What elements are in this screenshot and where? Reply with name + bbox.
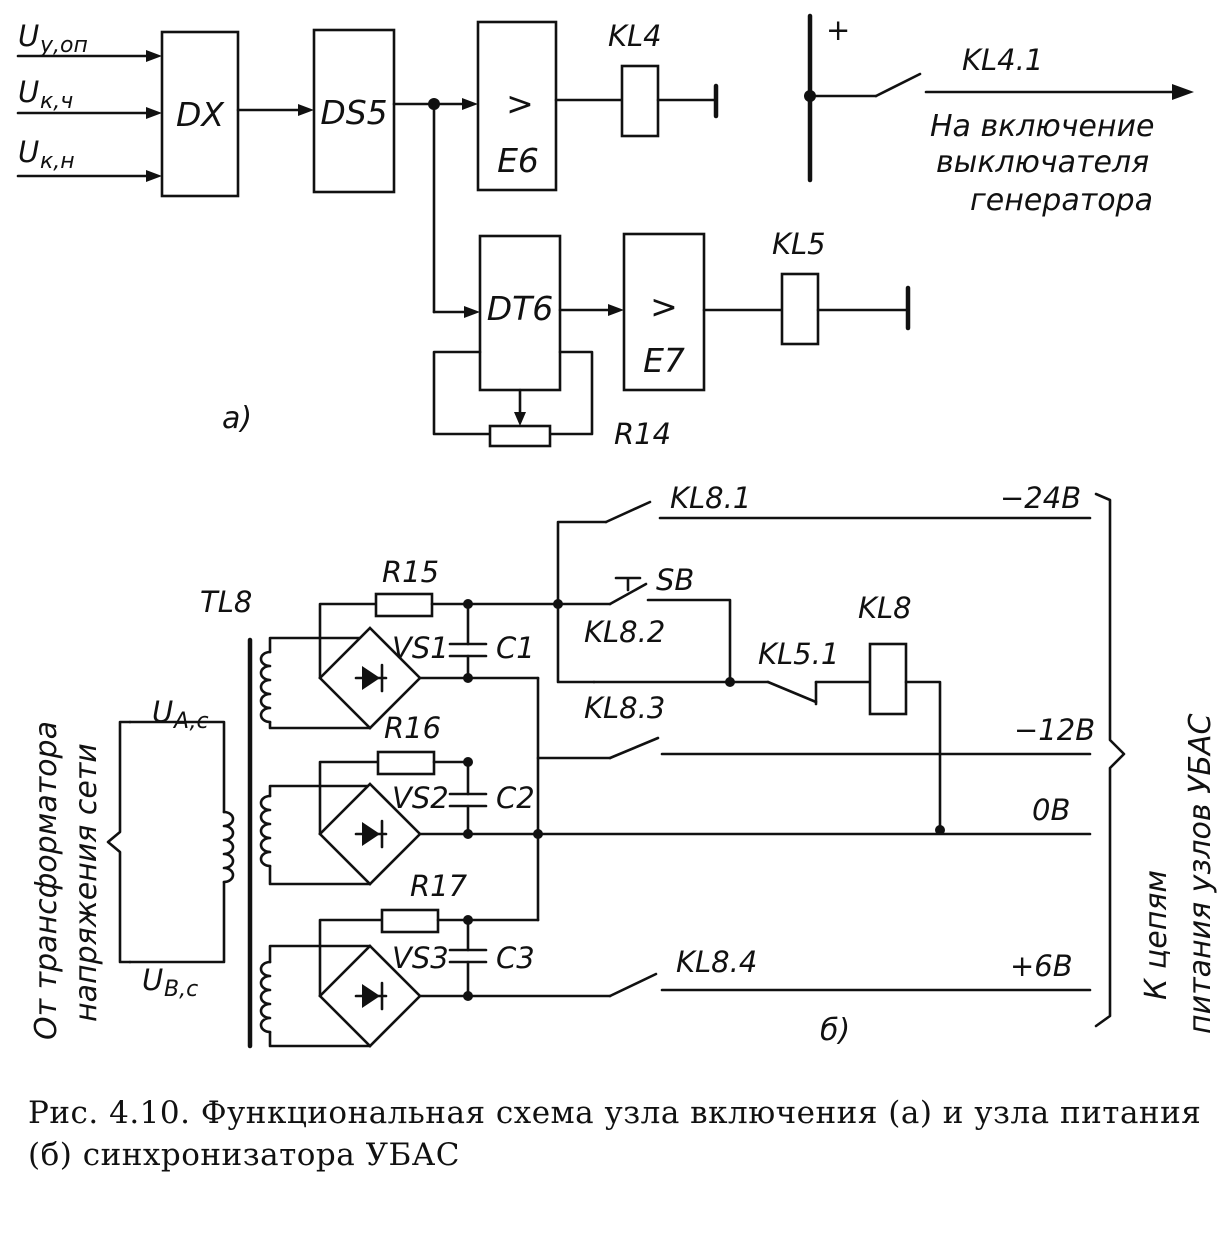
channel-2: R16 VS2 C2 bbox=[259, 711, 540, 886]
input-u-sub: к,н bbox=[40, 149, 75, 174]
u-ac-sub: A,c bbox=[172, 709, 209, 734]
output-note-line: К цепям bbox=[1139, 870, 1174, 1000]
kl8-3-label: KL8.3 bbox=[584, 691, 665, 725]
u-bc-label: U bbox=[142, 963, 163, 997]
r16-resistor bbox=[376, 750, 436, 776]
diagram-b: От трансформатора напряжения сети U A,c … bbox=[29, 481, 1218, 1049]
sb-label: SB bbox=[656, 563, 694, 597]
dx-label: DX bbox=[176, 95, 225, 134]
kl4-1-contact bbox=[874, 72, 922, 98]
output-note-line: генератора bbox=[970, 183, 1153, 218]
e6-symbol: > bbox=[506, 84, 534, 123]
u-ac-label: U bbox=[152, 695, 173, 729]
r14-label: R14 bbox=[614, 417, 671, 451]
kl8-1-label: KL8.1 bbox=[670, 481, 751, 515]
e6-label: E6 bbox=[497, 141, 539, 180]
c1-label: C1 bbox=[496, 631, 535, 665]
r17-resistor bbox=[380, 908, 440, 934]
r15-resistor bbox=[374, 592, 434, 618]
input-u-sub: у,оп bbox=[39, 33, 88, 58]
ds5-block bbox=[312, 28, 396, 194]
diagram-a: U у,оп U к,ч U к,н DX DS5 > E6 KL4 + KL4… bbox=[16, 13, 1194, 451]
kl8-relay bbox=[868, 642, 908, 716]
dx-block bbox=[160, 30, 240, 198]
e6-comparator bbox=[476, 20, 558, 192]
r17-label: R17 bbox=[410, 869, 468, 903]
c3-label: C3 bbox=[496, 941, 535, 975]
kl8-1-contact bbox=[604, 500, 652, 524]
e7-comparator bbox=[622, 232, 706, 392]
output-note-line: На включение bbox=[930, 109, 1154, 144]
e7-symbol: > bbox=[650, 287, 678, 326]
input-u-sub: к,ч bbox=[40, 89, 73, 114]
u-bc-sub: B,c bbox=[164, 977, 198, 1002]
ds5-label: DS5 bbox=[320, 93, 387, 132]
input-u-label: U bbox=[18, 19, 39, 53]
kl8-3-contact bbox=[608, 736, 660, 760]
part-a-label: а) bbox=[222, 401, 252, 436]
channel-3: R17 VS3 C3 bbox=[259, 869, 612, 1048]
kl4-1-label: KL4.1 bbox=[962, 43, 1043, 77]
tl8-label: TL8 bbox=[200, 585, 252, 619]
kl5-relay bbox=[780, 272, 820, 346]
vs2-label: VS2 bbox=[392, 781, 449, 815]
output-note-line: выключателя bbox=[936, 145, 1149, 180]
minus12-label: −12В bbox=[1014, 713, 1095, 747]
output-brace bbox=[1094, 492, 1126, 1028]
r16-label: R16 bbox=[384, 711, 441, 745]
r14-resistor bbox=[488, 424, 552, 448]
kl5-1-contact bbox=[766, 680, 818, 704]
zero-volt-label: 0В bbox=[1032, 793, 1070, 827]
kl8-2-label: KL8.2 bbox=[584, 615, 665, 649]
input-u-label: U bbox=[18, 135, 39, 169]
minus24-label: −24В bbox=[1000, 481, 1081, 515]
r15-label: R15 bbox=[382, 555, 439, 589]
plus6-label: +6В bbox=[1010, 949, 1073, 983]
input-u-label: U bbox=[18, 75, 39, 109]
channel-1: R15 VS1 C1 bbox=[259, 555, 560, 730]
kl4-relay bbox=[620, 64, 660, 138]
sb-button bbox=[608, 582, 648, 606]
figure-caption: Рис. 4.10. Функциональная схема узла вкл… bbox=[28, 1095, 1202, 1173]
plus-label: + bbox=[826, 13, 850, 47]
kl8-4-contact bbox=[608, 972, 658, 998]
input-arrows bbox=[16, 50, 162, 182]
output-note-line: питания узлов УБАС bbox=[1183, 713, 1218, 1034]
kl8-label: KL8 bbox=[858, 591, 912, 625]
e7-label: E7 bbox=[643, 341, 685, 380]
part-b-label: б) bbox=[820, 1013, 850, 1048]
c2-label: C2 bbox=[496, 781, 535, 815]
vs1-label: VS1 bbox=[392, 631, 449, 665]
source-note-line: напряжения сети bbox=[69, 743, 104, 1022]
kl8-4-label: KL8.4 bbox=[676, 945, 757, 979]
source-note-line: От трансформатора bbox=[29, 721, 64, 1040]
kl4-label: KL4 bbox=[608, 19, 662, 53]
kl5-1-label: KL5.1 bbox=[758, 637, 839, 671]
vs3-label: VS3 bbox=[392, 941, 449, 975]
dt6-label: DT6 bbox=[487, 289, 554, 328]
kl5-label: KL5 bbox=[772, 227, 826, 261]
